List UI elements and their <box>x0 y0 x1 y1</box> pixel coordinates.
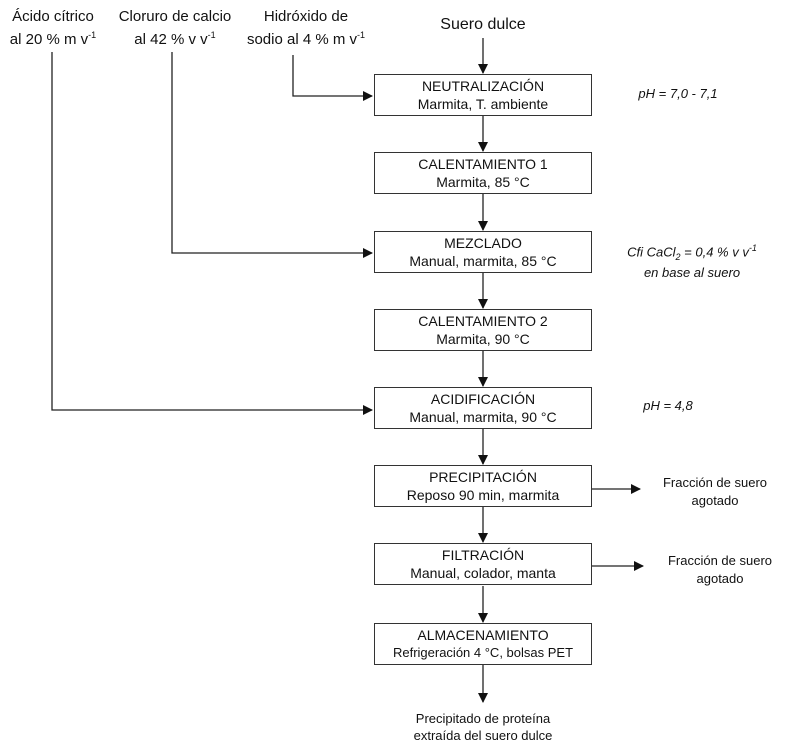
step-detail: Manual, marmita, 85 °C <box>409 253 557 269</box>
step-acidification: ACIDIFICACIÓN Manual, marmita, 90 °C <box>374 387 592 429</box>
input-citric-acid-sup: -1 <box>88 30 97 40</box>
step-heating-2: CALENTAMIENTO 2 Marmita, 90 °C <box>374 309 592 351</box>
output-filtration-line2: agotado <box>696 571 744 586</box>
note-mixing-concentration: Cfi CaCl2 = 0,4 % v v-1 en base al suero <box>612 240 772 281</box>
note-neutralization-ph: pH = 7,0 - 7,1 <box>638 86 718 101</box>
input-calcium-chloride-sup: -1 <box>207 30 216 40</box>
output-precipitation-line2: agotado <box>691 493 739 508</box>
input-sodium-hydroxide-sup: -1 <box>357 30 366 40</box>
output-precipitation-line1: Fracción de suero <box>662 475 768 490</box>
note-mixing-sup: -1 <box>748 243 757 253</box>
input-citric-acid-line1: Ácido cítrico <box>12 8 94 25</box>
step-detail: Reposo 90 min, marmita <box>406 487 560 503</box>
step-detail: Manual, marmita, 90 °C <box>409 409 557 425</box>
input-calcium-chloride-line2: al 42 % v v <box>134 31 208 48</box>
step-title: ACIDIFICACIÓN <box>430 391 536 407</box>
step-detail: Manual, colador, manta <box>410 565 556 581</box>
input-citric-acid-line2: al 20 % m v <box>9 31 89 48</box>
step-title: FILTRACIÓN <box>441 547 525 563</box>
step-precipitation: PRECIPITACIÓN Reposo 90 min, marmita <box>374 465 592 507</box>
input-citric-line <box>51 52 373 415</box>
step-neutralization: NEUTRALIZACIÓN Marmita, T. ambiente <box>374 74 592 116</box>
step-filtration: FILTRACIÓN Manual, colador, manta <box>374 543 592 585</box>
final-product: Precipitado de proteína extraída del sue… <box>393 710 573 744</box>
note-mixing-mid: = 0,4 % v v <box>680 244 749 260</box>
note-mixing-prefix: Cfi CaCl <box>627 244 676 260</box>
input-calcium-chloride: Cloruro de calcio al 42 % v v-1 <box>110 8 240 49</box>
input-sodium-hydroxide-line2: sodio al 4 % m v <box>246 31 358 48</box>
final-product-line1: Precipitado de proteína <box>415 711 551 726</box>
step-mixing: MEZCLADO Manual, marmita, 85 °C <box>374 231 592 273</box>
step-detail: Marmita, 85 °C <box>436 174 530 190</box>
step-storage: ALMACENAMIENTO Refrigeración 4 °C, bolsa… <box>374 623 592 665</box>
step-detail: Marmita, T. ambiente <box>417 96 549 112</box>
input-sodium-hydroxide: Hidróxido de sodio al 4 % m v-1 <box>244 8 368 49</box>
input-naoh-line <box>292 55 373 101</box>
input-cacl2-line <box>171 52 373 258</box>
start-label: Suero dulce <box>440 16 526 33</box>
step-detail: Marmita, 90 °C <box>436 331 530 347</box>
output-filtration-line1: Fracción de suero <box>667 553 773 568</box>
step-title: CALENTAMIENTO 1 <box>418 156 548 172</box>
step-title: ALMACENAMIENTO <box>417 627 549 643</box>
note-mixing-line2: en base al suero <box>643 264 741 280</box>
step-title: CALENTAMIENTO 2 <box>418 313 548 329</box>
step-heating-1: CALENTAMIENTO 1 Marmita, 85 °C <box>374 152 592 194</box>
step-title: PRECIPITACIÓN <box>429 469 537 485</box>
input-citric-acid: Ácido cítrico al 20 % m v-1 <box>6 8 100 49</box>
step-title: NEUTRALIZACIÓN <box>421 78 545 94</box>
final-product-line2: extraída del suero dulce <box>413 728 553 743</box>
note-mixing-sub: 2 <box>675 251 681 262</box>
output-filtration: Fracción de suero agotado <box>650 552 790 588</box>
note-acidification-ph: pH = 4,8 <box>643 398 693 413</box>
input-calcium-chloride-line1: Cloruro de calcio <box>118 8 232 25</box>
output-precipitation: Fracción de suero agotado <box>645 474 785 510</box>
step-detail: Refrigeración 4 °C, bolsas PET <box>392 645 574 660</box>
input-sodium-hydroxide-line1: Hidróxido de <box>263 8 349 25</box>
step-title: MEZCLADO <box>444 235 522 251</box>
